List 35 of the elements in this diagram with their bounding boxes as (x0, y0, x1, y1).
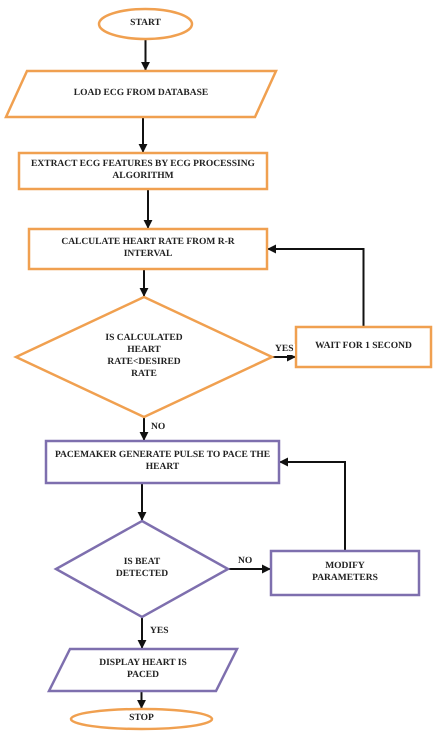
decision-diamond (15, 296, 273, 418)
node-label: STOP (129, 713, 154, 725)
arrow (267, 244, 364, 326)
node-label: START (130, 18, 161, 30)
arrow (273, 352, 296, 362)
process-box (295, 326, 432, 368)
node-label: LOAD ECG FROM DATABASE (74, 88, 208, 100)
node-label: PACEMAKER GENERATE PULSE TO PACE THE HEART (54, 450, 272, 474)
process-box (28, 228, 268, 270)
output-parallelogram (48, 648, 238, 692)
arrow (138, 618, 146, 649)
decision-diamond (55, 520, 229, 618)
node-label: MODIFY PARAMETERS (311, 561, 379, 585)
edge-label: YES (273, 344, 296, 356)
process-box (270, 550, 420, 596)
arrow (229, 564, 271, 574)
arrow (140, 418, 148, 441)
node-label: CALCULATE HEART RATE FROM R-R INTERVAL (60, 237, 236, 261)
input-parallelogram (5, 70, 277, 118)
node-label: IS BEAT DETECTED (114, 557, 170, 581)
process-box (45, 440, 280, 484)
arrow (141, 40, 150, 71)
arrow (279, 458, 346, 550)
arrow (137, 692, 146, 709)
terminal-ellipse (70, 708, 213, 730)
terminal-ellipse (98, 8, 193, 40)
node-label: WAIT FOR 1 SECOND (315, 341, 412, 353)
arrow (138, 118, 148, 153)
process-box (18, 152, 268, 190)
arrow (140, 270, 148, 297)
node-label: EXTRACT ECG FEATURES BY ECG PROCESSING ALGORITHM (30, 159, 256, 183)
arrow (138, 484, 146, 521)
arrow (144, 190, 152, 229)
node-label: DISPLAY HEART IS PACED (98, 658, 188, 682)
node-label: IS CALCULATED HEART RATE<DESIRED RATE (104, 333, 184, 381)
